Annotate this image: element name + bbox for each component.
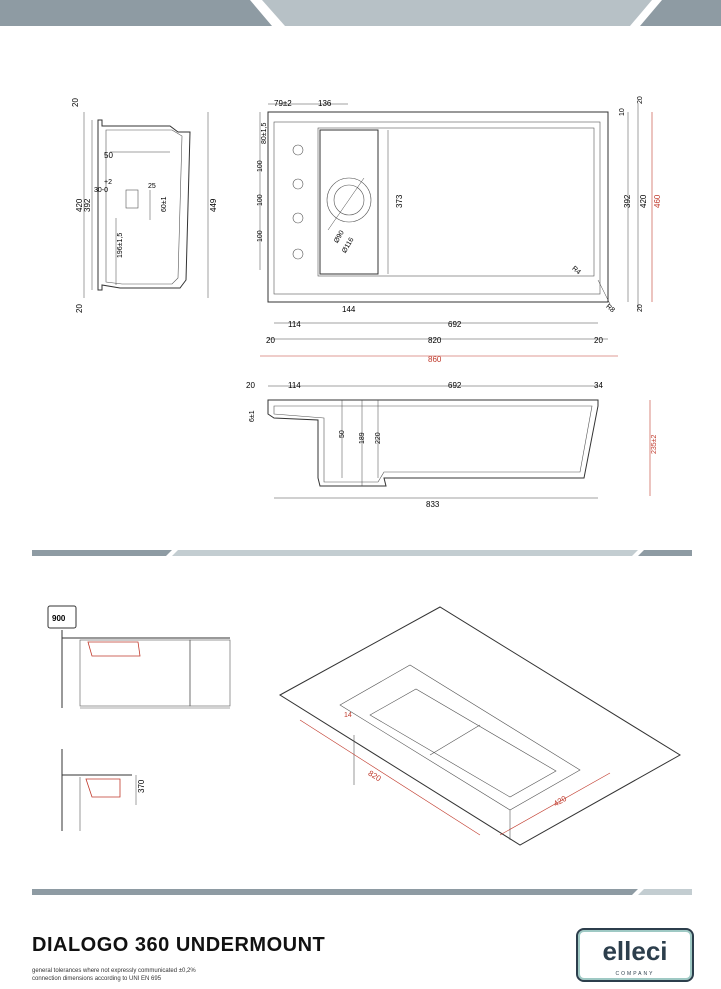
product-title: DIALOGO 360 UNDERMOUNT: [32, 934, 326, 956]
top-dim-820: 820: [428, 336, 442, 345]
side-dim-20-bottom: 20: [75, 304, 84, 313]
iso-dim-14: 14: [344, 712, 352, 719]
iso-dim-420: 420: [552, 794, 569, 809]
top-dim-420: 420: [639, 194, 648, 208]
brand-subtitle: COMPANY: [615, 971, 655, 977]
top-dim-373: 373: [395, 194, 404, 208]
bottom-band: [32, 889, 692, 895]
side-dim-50: 50: [104, 151, 113, 160]
header-band: [0, 0, 721, 26]
top-dim-114: 114: [288, 320, 301, 329]
iso-view-drawing: 14 820 420: [279, 606, 681, 846]
section-dim-235: 235±2: [651, 434, 658, 454]
brand-name: elleci: [602, 936, 668, 966]
top-dim-r8: R8: [604, 303, 615, 314]
middle-band: [32, 550, 692, 556]
side-dim-plus2: +2: [104, 179, 112, 186]
side-dim-196: 196±1,5: [117, 233, 124, 258]
top-dim-100-c: 100: [257, 230, 264, 242]
section-dim-692: 692: [448, 381, 462, 390]
side-dim-20-top: 20: [71, 98, 80, 107]
top-dim-20-top: 20: [637, 96, 644, 104]
section-view-drawing: 20 114 692 34 6±1 50 189 220 235±2 833: [246, 381, 658, 509]
section-dim-6: 6±1: [249, 410, 256, 422]
section-dim-20: 20: [246, 381, 255, 390]
side-dim-420: 420: [75, 198, 84, 212]
section-dim-220: 220: [375, 432, 382, 444]
top-dim-100-a: 100: [257, 160, 264, 172]
top-dim-10: 10: [619, 108, 626, 116]
top-dim-144: 144: [342, 305, 356, 314]
install-diagram-height: 370: [61, 749, 146, 831]
section-dim-189: 189: [359, 432, 366, 444]
top-dim-20-left: 20: [266, 336, 275, 345]
side-dim-60: 60±1: [161, 196, 168, 212]
side-dim-449: 449: [209, 198, 218, 212]
top-dim-79: 79±2: [274, 99, 292, 108]
iso-dim-820: 820: [366, 769, 383, 784]
top-dim-20-bottom: 20: [637, 304, 644, 312]
section-dim-50: 50: [339, 430, 346, 438]
tolerance-note: general tolerances where not expressly c…: [32, 968, 196, 974]
section-dim-114: 114: [288, 381, 301, 390]
top-dim-80: 80±1,5: [261, 123, 268, 144]
top-dim-20-right: 20: [594, 336, 603, 345]
side-dim-25: 25: [148, 183, 156, 190]
top-dim-r4: R4: [570, 265, 581, 276]
brand-logo: elleci COMPANY: [576, 928, 694, 982]
top-dim-100-b: 100: [257, 194, 264, 206]
section-dim-833: 833: [426, 500, 440, 509]
side-dim-30-0: 30-0: [94, 187, 108, 194]
connection-note: connection dimensions according to UNI E…: [32, 976, 162, 982]
top-dim-860: 860: [428, 355, 442, 364]
top-dim-d90: Ø90: [333, 229, 346, 244]
top-dim-692: 692: [448, 320, 462, 329]
section-dim-34: 34: [594, 381, 603, 390]
side-view-drawing: 20 420 392 449 50 +2 30-0 25 60±1 196±1,…: [71, 98, 218, 313]
cabinet-size-label: 900: [52, 614, 66, 623]
tolerance-notes: general tolerances where not expressly c…: [32, 967, 196, 983]
top-dim-392: 392: [623, 194, 632, 208]
top-view-drawing: 79±2 136 80±1,5 100 100 100 373 Ø90 Ø116…: [257, 96, 662, 364]
top-dim-d116: Ø116: [341, 236, 355, 254]
install-height-label: 370: [137, 779, 146, 793]
side-dim-392: 392: [83, 198, 92, 212]
install-diagram-cabinet: 900: [47, 605, 231, 709]
top-dim-460: 460: [653, 194, 662, 208]
top-dim-136: 136: [318, 99, 332, 108]
